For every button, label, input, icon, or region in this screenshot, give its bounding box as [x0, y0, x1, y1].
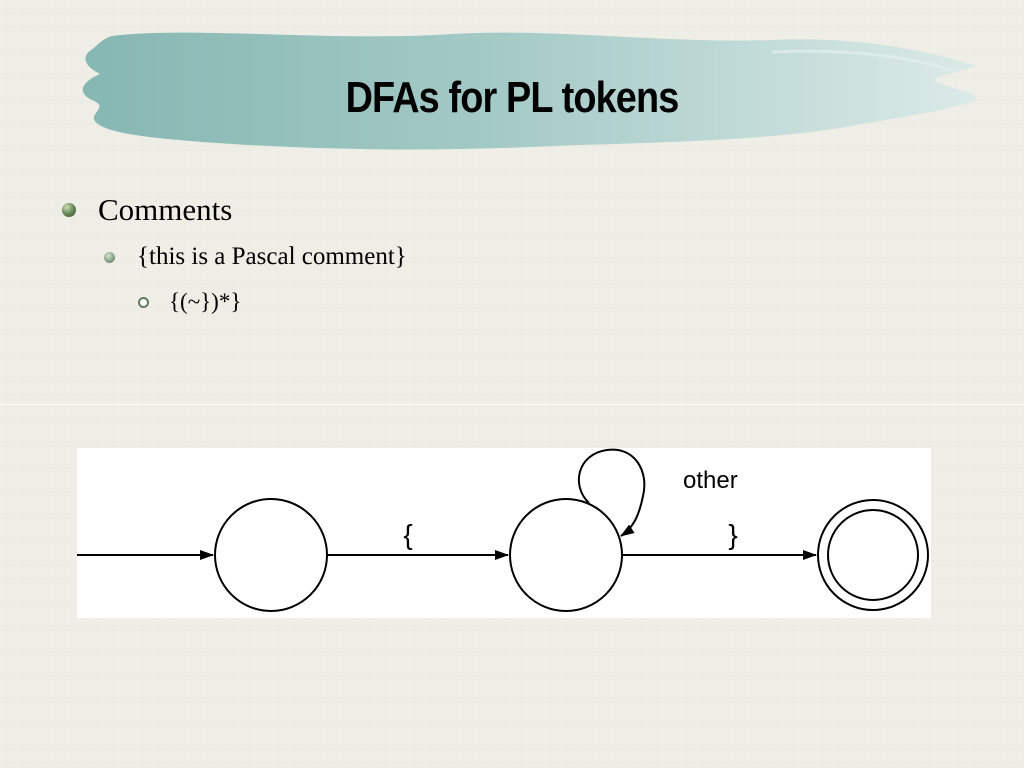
state-start [214, 498, 328, 612]
background-divider [0, 404, 1024, 405]
title-banner [82, 32, 978, 150]
bullet-pascal-comment: {this is a Pascal comment} [104, 240, 407, 274]
bullet-level3-icon [138, 296, 149, 308]
bullet-level1-icon [62, 203, 76, 217]
dfa-diagram-panel: { other } [77, 448, 931, 618]
bullet-comments: Comments [62, 190, 232, 230]
slide-title: DFAs for PL tokens [345, 73, 680, 122]
bullet-regex: {(~})*} [138, 286, 241, 318]
bullet-level2-icon [104, 251, 115, 263]
label-open-brace: { [403, 519, 412, 550]
state-end-inner [827, 509, 919, 601]
label-close-brace: } [728, 519, 737, 550]
transition-other-loop [577, 448, 646, 537]
state-inside [509, 498, 623, 612]
dfa-diagram: { other } [77, 448, 929, 612]
bullet-text-level1: Comments [98, 192, 233, 227]
bullet-text-level3: {(~})*} [169, 289, 242, 314]
bullet-text-level2: {this is a Pascal comment} [137, 243, 407, 270]
label-other: other [683, 467, 738, 494]
